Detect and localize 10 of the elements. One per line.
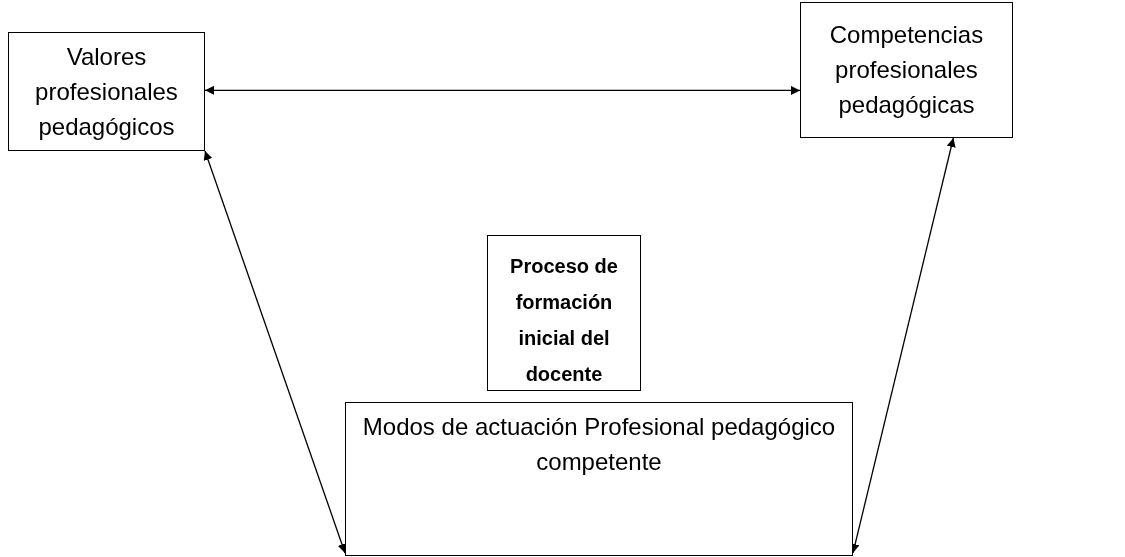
- concept-box: [345, 402, 853, 556]
- box-label: Valores profesionales pedagógicos: [34, 42, 179, 142]
- concept-box: [8, 32, 205, 151]
- central-box: [487, 235, 641, 391]
- box-label: Modos de actuación Profesional pedagógico competente: [361, 412, 837, 477]
- box-label: Proceso de formación inicial del docente: [509, 254, 619, 387]
- concept-box: [800, 2, 1013, 138]
- box-label: Competencias profesionales pedagógicas: [828, 20, 985, 120]
- double-arrow: [203, 150, 347, 554]
- double-arrow: [204, 85, 801, 95]
